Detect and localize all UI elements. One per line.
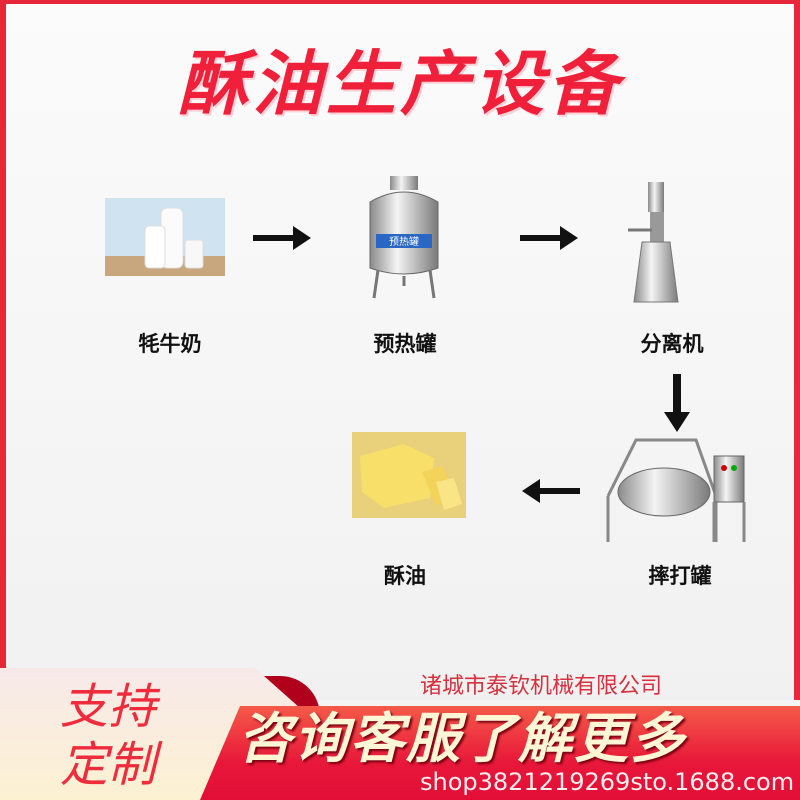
page-title: 酥油生产设备 (178, 42, 622, 125)
step-label: 预热罐 (373, 332, 437, 356)
custom-tag-text: 支持 定制 (60, 678, 156, 794)
arrow-down-icon (664, 374, 690, 432)
step-label: 分离机 (640, 332, 704, 356)
step-label: 酥油 (384, 564, 426, 588)
arrow-right-icon (253, 226, 311, 250)
contact-banner: 支持 定制 诸城市泰钦机械有限公司 咨询客服了解更多 shop382121926… (0, 668, 800, 800)
step-label: 摔打罐 (648, 564, 712, 588)
arrow-right-icon (520, 226, 578, 250)
separator-image (628, 182, 679, 303)
tank-label: 预热罐 (389, 235, 419, 248)
preheat-tank-image: 预热罐 (369, 176, 439, 299)
churn-tank-image (606, 438, 746, 542)
content-frame (0, 0, 800, 700)
step-label: 牦牛奶 (138, 332, 202, 356)
arrow-left-icon (522, 479, 580, 503)
butter-image (352, 432, 466, 518)
watermark-company: 诸城市泰钦机械有限公司 (420, 674, 663, 699)
watermark-url: shop3821219269sto.1688.com (420, 768, 795, 796)
banner-bar (200, 706, 800, 800)
milk-image (105, 198, 225, 276)
tag-line: 支持 (60, 679, 157, 735)
banner-main-text: 咨询客服了解更多 (238, 706, 686, 770)
tag-line: 定制 (60, 737, 157, 793)
